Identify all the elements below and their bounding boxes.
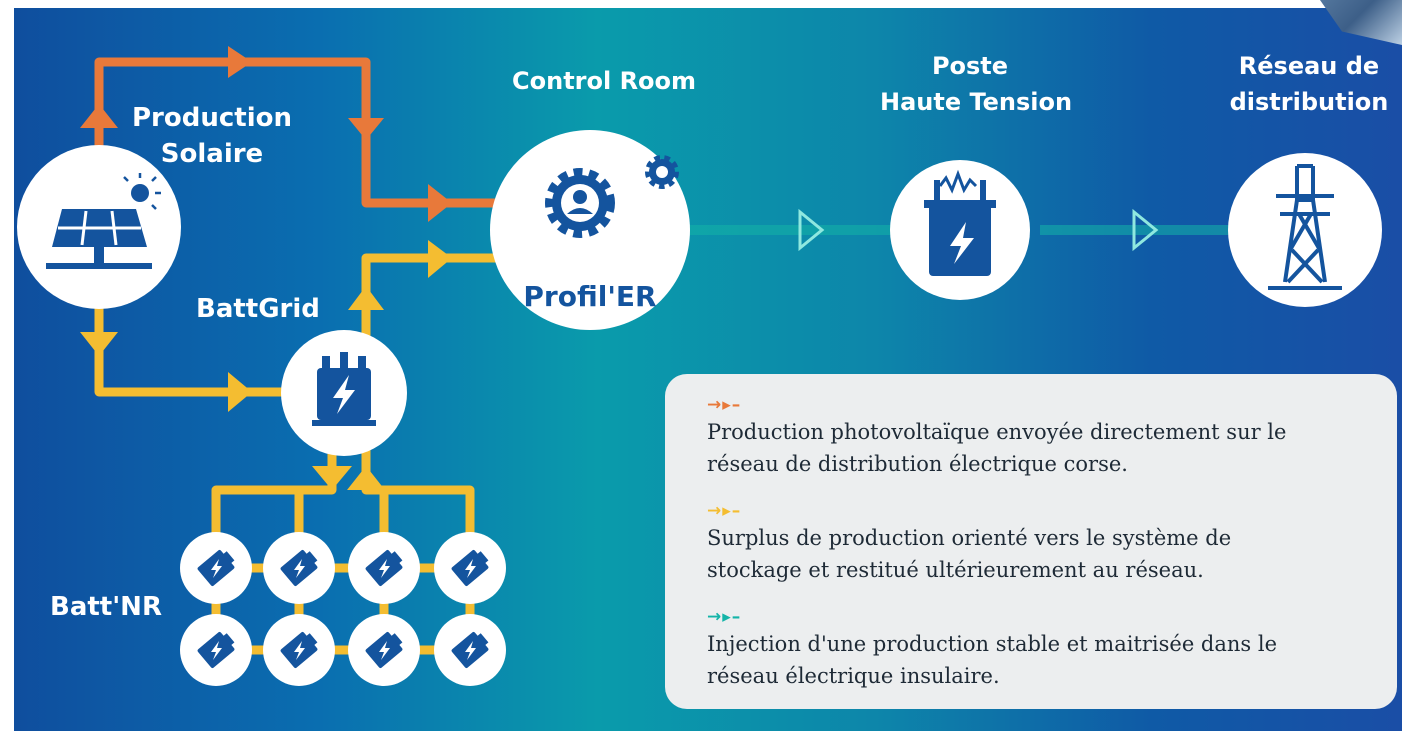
reseau-label-line2: distribution [1229, 88, 1389, 116]
reseau-node [1228, 153, 1382, 307]
teal-flow [680, 208, 1238, 252]
battery-1 [180, 532, 252, 604]
legend-orange-line1: Production photovoltaïque envoyée direct… [707, 420, 1287, 444]
power-pylon-icon [1268, 164, 1342, 290]
poste-label: Poste Haute Tension [880, 48, 1073, 120]
battery-2 [263, 532, 335, 604]
battgrid-node [281, 330, 407, 456]
legend-item-teal: →▸– Injection d'une production stable et… [707, 608, 1367, 692]
reseau-label: Réseau de distribution [1222, 48, 1396, 120]
reseau-label-line1: Réseau de [1238, 52, 1380, 80]
production-label-line2: Solaire [160, 139, 264, 169]
legend-item-yellow: →▸– Surplus de production orienté vers l… [707, 502, 1367, 586]
gears-user-icon [545, 155, 679, 238]
poste-label-line2: Haute Tension [880, 88, 1073, 116]
control-room-label: Control Room [512, 67, 697, 95]
transformer-icon [924, 169, 996, 276]
battery-6 [263, 614, 335, 686]
poste-label-line1: Poste [931, 52, 1009, 80]
legend-teal-line2: réseau électrique insulaire. [707, 664, 1000, 688]
battery-storage-icon [312, 352, 376, 426]
orange-arrowheads [80, 46, 452, 222]
solar-node [17, 145, 181, 309]
profiler-label: Profil'ER [523, 280, 657, 313]
battnr-grid [180, 532, 506, 686]
legend-teal-line1: Injection d'une production stable et mai… [707, 632, 1278, 656]
legend-yellow-line2: stockage et restitué ultérieurement au r… [707, 558, 1204, 582]
yellow-arrowheads [80, 240, 452, 490]
yellow-arrow-icon: →▸– [707, 501, 742, 521]
battnr-label: Batt'NR [50, 592, 162, 622]
battery-5 [180, 614, 252, 686]
poste-node [890, 160, 1030, 300]
teal-arrow-icon: →▸– [707, 607, 742, 627]
battery-8 [434, 614, 506, 686]
legend-item-orange: →▸– Production photovoltaïque envoyée di… [707, 396, 1367, 480]
battgrid-label: BattGrid [196, 294, 320, 324]
legend-panel: →▸– Production photovoltaïque envoyée di… [665, 374, 1397, 709]
legend-text-teal: Injection d'une production stable et mai… [707, 628, 1367, 692]
production-label-line1: Production [132, 103, 292, 133]
solar-panel-icon [46, 173, 161, 269]
control-room-node [490, 130, 690, 330]
battery-4 [434, 532, 506, 604]
legend-orange-line2: réseau de distribution électrique corse. [707, 452, 1128, 476]
production-solaire-label: Production Solaire [132, 100, 292, 172]
orange-arrow-icon: →▸– [707, 395, 742, 415]
battery-3 [348, 532, 420, 604]
legend-yellow-line1: Surplus de production orienté vers le sy… [707, 526, 1232, 550]
legend-text-orange: Production photovoltaïque envoyée direct… [707, 416, 1367, 480]
legend-text-yellow: Surplus de production orienté vers le sy… [707, 522, 1367, 586]
battery-7 [348, 614, 420, 686]
